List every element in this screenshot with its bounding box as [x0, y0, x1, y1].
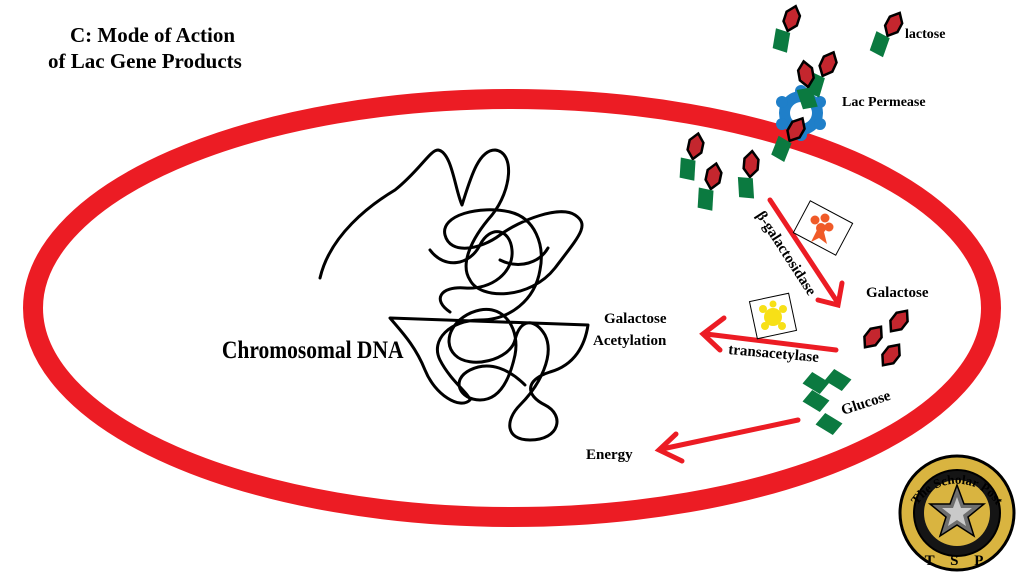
chromosomal-dna-strand [318, 148, 590, 442]
beta-galactosidase-enzyme-icon [792, 200, 854, 256]
lactose-molecule-icon [736, 150, 759, 198]
lactose-molecule-icon [695, 161, 723, 211]
galactose-acetylation-label-line1: Galactose [604, 311, 667, 327]
cell-membrane [23, 89, 1001, 527]
galactose-molecule-icon [876, 339, 906, 371]
lactose-label: lactose [905, 27, 945, 42]
transacetylase-arrow [699, 315, 839, 353]
glucose-molecule-icon [815, 410, 843, 438]
chromosomal-dna-label: Chromosomal DNA [222, 337, 404, 365]
chromosomal-dna-strand-loop [428, 230, 550, 314]
galactose-acetylation-label-line2: Acetylation [593, 333, 667, 349]
transacetylase-label: transacetylase [728, 342, 820, 366]
galactose-molecule-icon [884, 305, 914, 337]
energy-arrow [654, 417, 801, 464]
scholar-post-star-logo: The Scholar Post T S P [898, 454, 1016, 572]
galactose-label: Galactose [866, 285, 929, 301]
logo-initials: T S P [925, 553, 990, 569]
galactose-molecule-icon [858, 321, 888, 353]
lactose-molecule-icon [867, 7, 906, 57]
glucose-molecule-icon [824, 366, 852, 394]
transacetylase-enzyme-icon [748, 292, 798, 340]
diagram-title-line2: of Lac Gene Products [48, 49, 242, 73]
beta-galactosidase-arrow [767, 197, 845, 309]
diagram-title-line1: C: Mode of Action [70, 23, 235, 47]
glucose-label: Glucose [839, 388, 893, 419]
lac-permease-label: Lac Permease [842, 95, 926, 110]
lactose-molecule-icon [677, 131, 705, 181]
lactose-molecule-icon [770, 3, 803, 54]
energy-label: Energy [586, 447, 633, 463]
